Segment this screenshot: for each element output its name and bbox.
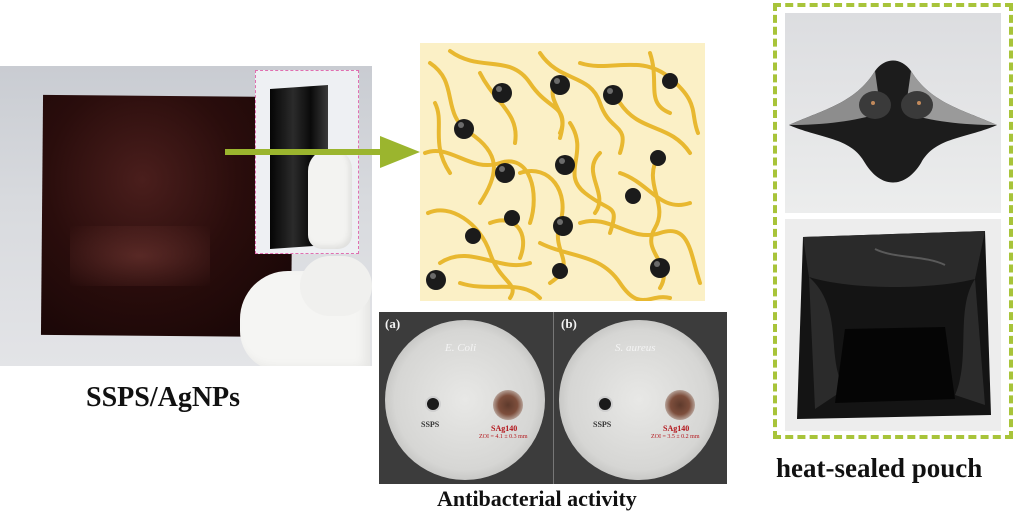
nanoparticle-schematic bbox=[420, 43, 705, 301]
control-label-a: SSPS bbox=[421, 420, 440, 429]
sample-label-a: SAg140 bbox=[491, 424, 518, 433]
inhibition-zone-b bbox=[665, 390, 695, 420]
glove-fingers bbox=[300, 256, 372, 316]
pouch-photo-front bbox=[785, 219, 1001, 431]
zoi-value-b: ZOI = 3.5 ± 0.2 mm bbox=[651, 434, 700, 440]
control-well-b bbox=[597, 396, 613, 412]
pouch-frame bbox=[773, 3, 1013, 439]
arrow-icon bbox=[225, 136, 420, 168]
pouch-photo-side bbox=[785, 13, 1001, 213]
petri-dish-a: E. Coli SSPS SAg140 ZOI = 4.1 ± 0.3 mm bbox=[385, 320, 545, 480]
pouch-side-image bbox=[789, 60, 997, 183]
zoi-value-a: ZOI = 4.1 ± 0.3 mm bbox=[479, 434, 528, 440]
species-label-b: S. aureus bbox=[615, 342, 656, 354]
petri-dish-panel: (a) E. Coli SSPS SAg140 ZOI = 4.1 ± 0.3 … bbox=[379, 312, 727, 484]
film-photo bbox=[0, 66, 372, 366]
film-inset-box bbox=[255, 70, 359, 254]
sample-label-b: SAg140 bbox=[663, 424, 690, 433]
species-label-a: E. Coli bbox=[445, 342, 477, 354]
inset-glove bbox=[308, 149, 352, 249]
silver-nanoparticles bbox=[426, 73, 678, 290]
film-caption: SSPS/AgNPs bbox=[86, 382, 241, 413]
antibacterial-caption: Antibacterial activity bbox=[437, 486, 637, 511]
inhibition-zone-a bbox=[493, 390, 523, 420]
control-well-a bbox=[425, 396, 441, 412]
panel-divider bbox=[553, 312, 554, 484]
petri-dish-b: S. aureus SSPS SAg140 ZOI = 3.5 ± 0.2 mm bbox=[559, 320, 719, 480]
film-reflection bbox=[70, 226, 210, 286]
panel-label-b: (b) bbox=[561, 316, 577, 331]
panel-label-a: (a) bbox=[385, 316, 401, 331]
pouch-caption: heat-sealed pouch bbox=[776, 453, 983, 483]
pouch-front-image bbox=[797, 231, 991, 419]
control-label-b: SSPS bbox=[593, 420, 612, 429]
